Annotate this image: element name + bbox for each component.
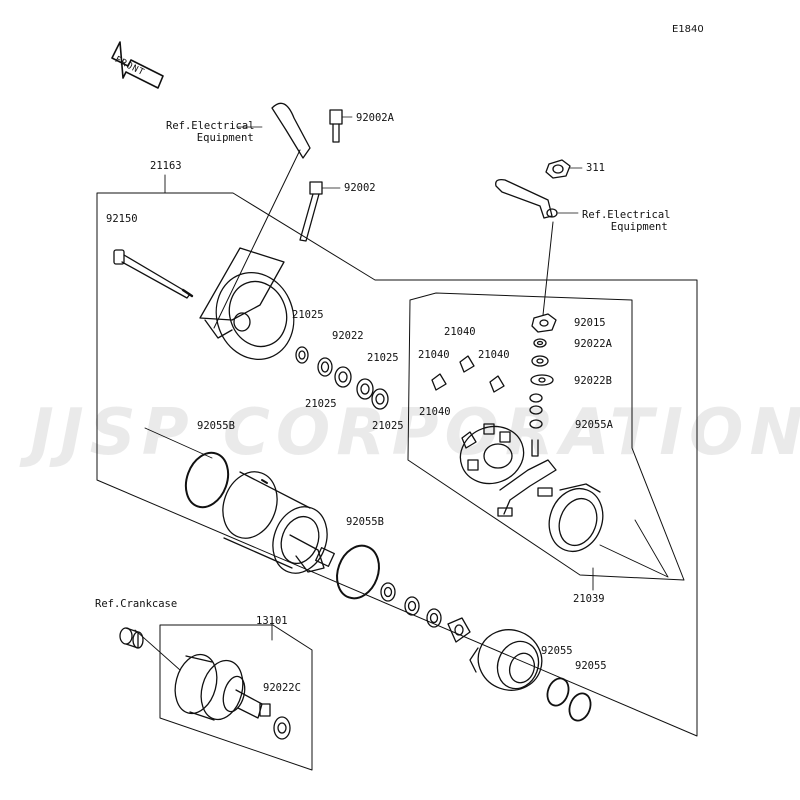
part-21025-a: 21025 — [292, 309, 324, 321]
part-21040-b: 21040 — [418, 349, 450, 361]
part-92055A: 92055A — [575, 419, 613, 431]
terminal-stack — [529, 313, 557, 457]
oring-92055-a — [546, 677, 570, 707]
nut-311 — [545, 159, 583, 179]
brush-plate — [459, 423, 525, 485]
assembly-outline — [96, 192, 698, 737]
clutch-13101 — [174, 653, 271, 721]
part-311: 311 — [586, 162, 605, 174]
part-92022A: 92022A — [574, 338, 612, 350]
part-92022: 92022 — [332, 330, 364, 342]
motor-yoke — [222, 471, 335, 574]
part-21025-d: 21025 — [372, 420, 404, 432]
oring-92055B-lower — [336, 544, 380, 600]
oring-92055-b — [568, 692, 592, 722]
clutch-box — [159, 624, 313, 771]
front-arrow-icon — [111, 41, 164, 89]
washer-92022C — [273, 716, 291, 740]
part-21025-b: 21025 — [367, 352, 399, 364]
ref-crankcase: Ref.Crankcase — [95, 598, 178, 610]
part-92055-b: 92055 — [575, 660, 607, 672]
ref-electrical-left: Ref.Electrical Equipment — [166, 120, 255, 144]
part-92055-a: 92055 — [541, 645, 573, 657]
washers-21025 — [295, 346, 389, 410]
ref-electrical-right: Ref.Electrical Equipment — [582, 209, 671, 233]
bushing — [119, 627, 144, 649]
part-92015: 92015 — [574, 317, 606, 329]
part-92150: 92150 — [106, 213, 138, 225]
part-92022B: 92022B — [574, 375, 612, 387]
shims — [380, 582, 471, 643]
front-cover — [469, 629, 543, 691]
part-92002: 92002 — [344, 182, 376, 194]
rear-cover — [199, 247, 295, 360]
bolt-92002 — [299, 181, 341, 242]
diagram-code: E1840 — [672, 24, 704, 35]
cable-right — [495, 178, 553, 219]
brush-holder-box — [407, 292, 685, 581]
part-21025-c: 21025 — [305, 398, 337, 410]
brushes-21040 — [431, 355, 505, 449]
part-21039: 21039 — [573, 593, 605, 605]
cable-left — [271, 102, 311, 159]
part-13101: 13101 — [256, 615, 288, 627]
part-92055B-lower: 92055B — [346, 516, 384, 528]
part-92002A: 92002A — [356, 112, 394, 124]
part-21040-c: 21040 — [478, 349, 510, 361]
part-21040-a: 21040 — [444, 326, 476, 338]
brush-holder — [497, 459, 604, 553]
part-21040-d: 21040 — [419, 406, 451, 418]
through-bolt-92150 — [113, 249, 194, 299]
part-92055B-upper: 92055B — [197, 420, 235, 432]
bolt-92002A — [329, 109, 353, 143]
oring-92055B-upper — [184, 451, 230, 509]
part-21163: 21163 — [150, 160, 182, 172]
part-92022C: 92022C — [263, 682, 301, 694]
